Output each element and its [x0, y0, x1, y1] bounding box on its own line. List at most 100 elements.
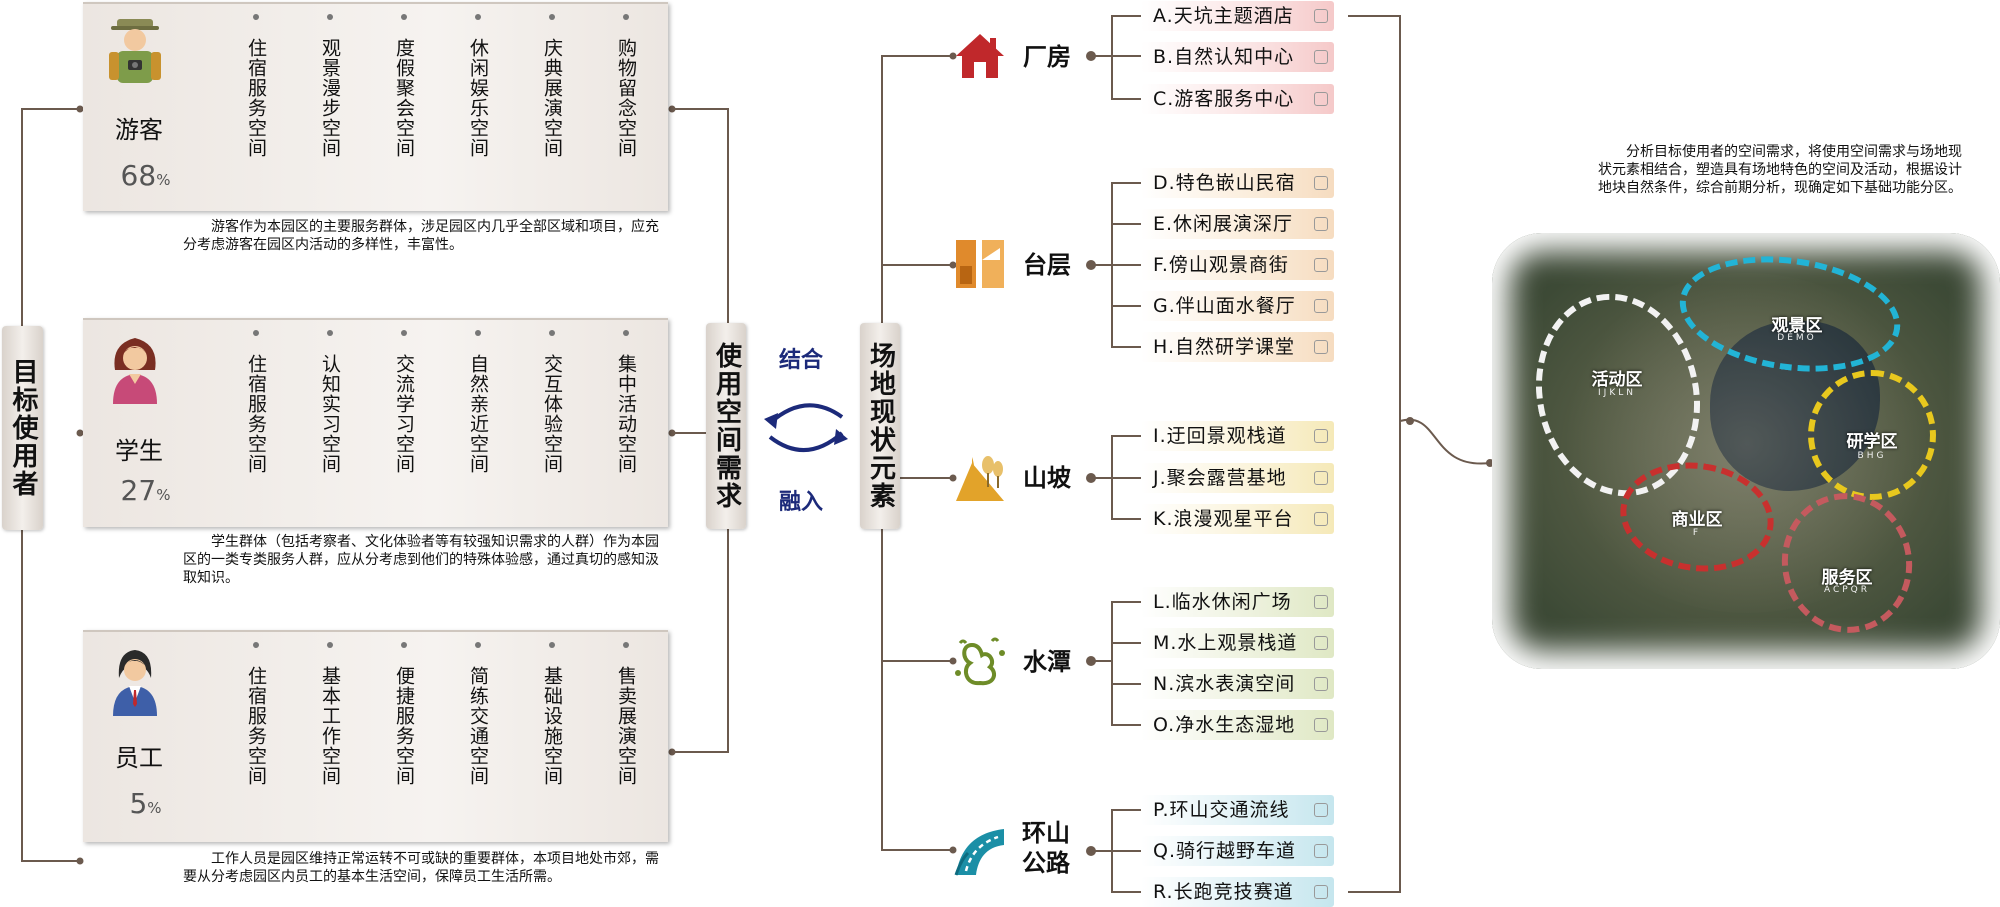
user-percentage-value: 27: [120, 474, 157, 507]
user-percentage-value: 5: [129, 787, 148, 820]
wetland-icon: [1314, 718, 1328, 732]
site-item: A.天坑主题酒店: [1141, 1, 1334, 31]
stage-icon: [1314, 217, 1328, 231]
need-bullet: [549, 642, 555, 648]
site-item-label: M.水上观景栈道: [1153, 632, 1298, 654]
need-item: 购物留念空间: [589, 14, 663, 158]
need-item: 售卖展演空间: [589, 642, 663, 786]
cycle-arrows-icon: [764, 403, 848, 452]
site-item: J.聚会露营基地: [1141, 463, 1334, 493]
need-bullet: [401, 642, 407, 648]
road-icon: [954, 829, 1004, 876]
need-bullet: [253, 330, 259, 336]
need-bullet: [475, 642, 481, 648]
need-item: 观景漫步空间: [293, 14, 367, 158]
need-bullet: [623, 642, 629, 648]
need-label: 住宿服务空间: [245, 38, 267, 158]
need-bullet: [401, 14, 407, 20]
need-bullet: [327, 330, 333, 336]
need-item: 住宿服务空间: [219, 330, 293, 474]
merge-label: 融入: [779, 490, 824, 515]
need-label: 休闲娱乐空间: [467, 38, 489, 158]
analysis-text: 分析目标使用者的空间需求，将使用空间需求与场地现状元素相结合，塑造具有场地特色的…: [1598, 144, 1962, 196]
site-elements-title: 场地现状元素: [860, 323, 900, 529]
need-label: 认知实习空间: [319, 354, 341, 474]
site-item-label: H.自然研学课堂: [1153, 336, 1295, 358]
need-label: 购物留念空间: [615, 38, 637, 158]
need-label: 基本工作空间: [319, 666, 341, 786]
need-label: 度假聚会空间: [393, 38, 415, 158]
house-icon: [1314, 176, 1328, 190]
star-icon: [1314, 512, 1328, 526]
site-item: B.自然认知中心: [1141, 42, 1334, 72]
need-item: 简练交通空间: [441, 642, 515, 786]
element-label: 水潭: [1023, 648, 1071, 676]
need-bullet: [549, 330, 555, 336]
need-item: 住宿服务空间: [219, 642, 293, 786]
staff-avatar-icon: [113, 650, 157, 716]
element-label-line: 环山: [1022, 819, 1070, 847]
need-item: 认知实习空间: [293, 330, 367, 474]
need-item: 庆典展演空间: [515, 14, 589, 158]
site-item: Q.骑行越野车道: [1141, 836, 1334, 866]
site-item-label: O.净水生态湿地: [1153, 714, 1296, 736]
need-bullet: [253, 642, 259, 648]
camp-icon: [1314, 471, 1328, 485]
zone-label: 观景区: [1771, 316, 1823, 336]
site-item-label: D.特色嵌山民宿: [1153, 172, 1296, 194]
need-label: 售卖展演空间: [615, 666, 637, 786]
need-item: 交流学习空间: [367, 330, 441, 474]
need-label: 交互体验空间: [541, 354, 563, 474]
site-item-label: C.游客服务中心: [1153, 88, 1295, 110]
user-percentage-value: 68: [120, 159, 157, 192]
student-avatar-icon: [113, 338, 157, 404]
space-needs-title-text: 使用空间需求: [711, 342, 742, 510]
need-label: 集中活动空间: [615, 354, 637, 474]
zone-code: DEMO: [1777, 333, 1817, 343]
need-item: 自然亲近空间: [441, 330, 515, 474]
site-item-label: Q.骑行越野车道: [1153, 840, 1296, 862]
site-item-label: N.滨水表演空间: [1153, 673, 1296, 695]
site-item: R.长跑竞技赛道: [1141, 877, 1334, 907]
site-item-label: J.聚会露营基地: [1153, 467, 1287, 489]
target-users-title-text: 目标使用者: [8, 358, 38, 498]
need-bullet: [327, 642, 333, 648]
user-name: 员工: [115, 744, 163, 772]
zone-code: ACPQR: [1823, 585, 1871, 595]
element-label: 厂房: [1023, 43, 1071, 71]
trail-icon: [1314, 429, 1328, 443]
need-label: 观景漫步空间: [319, 38, 341, 158]
need-item: 度假聚会空间: [367, 14, 441, 158]
user-percentage-unit: %: [147, 799, 162, 817]
need-bullet: [475, 14, 481, 20]
traffic-icon: [1314, 803, 1328, 817]
need-bullet: [327, 14, 333, 20]
need-list: 住宿服务空间 观景漫步空间 度假聚会空间 休闲娱乐空间 庆典展演空间 购物留念空…: [219, 14, 663, 158]
site-item: L.临水休闲广场: [1141, 587, 1334, 617]
site-item: H.自然研学课堂: [1141, 332, 1334, 362]
user-description: 工作人员是园区维持正常运转不可或缺的重要群体，本项目地处市郊，需要从分考虑园区内…: [183, 851, 659, 885]
site-item-label: E.休闲展演深厅: [1153, 213, 1294, 235]
element-label-line: 公路: [1022, 849, 1070, 877]
zone-code: BHG: [1857, 451, 1887, 461]
need-label: 庆典展演空间: [541, 38, 563, 158]
combine-label: 结合: [779, 348, 824, 373]
need-item: 交互体验空间: [515, 330, 589, 474]
element-label: 环山 公路: [1020, 818, 1072, 878]
user-card-student: 学生 27% 住宿服务空间 认知实习空间 交流学习空间 自然亲近空间 交互体验空…: [83, 318, 668, 527]
site-item-label: L.临水休闲广场: [1153, 591, 1292, 613]
need-bullet: [401, 330, 407, 336]
zone-research: [1808, 370, 1936, 500]
need-item: 基本工作空间: [293, 642, 367, 786]
need-label: 住宿服务空间: [245, 354, 267, 474]
site-item: E.休闲展演深厅: [1141, 209, 1334, 239]
element-label: 台层: [1023, 251, 1071, 279]
user-description: 学生群体（包括考察者、文化体验者等有较强知识需求的人群）作为本园区的一类专类服务…: [183, 534, 659, 586]
dining-icon: [1314, 299, 1328, 313]
site-item: N.滨水表演空间: [1141, 669, 1334, 699]
need-bullet: [623, 330, 629, 336]
zone-label: 商业区: [1671, 510, 1723, 530]
zone-label: 活动区: [1591, 370, 1643, 390]
user-name: 学生: [115, 437, 163, 465]
terrace-icon: [956, 240, 1004, 288]
